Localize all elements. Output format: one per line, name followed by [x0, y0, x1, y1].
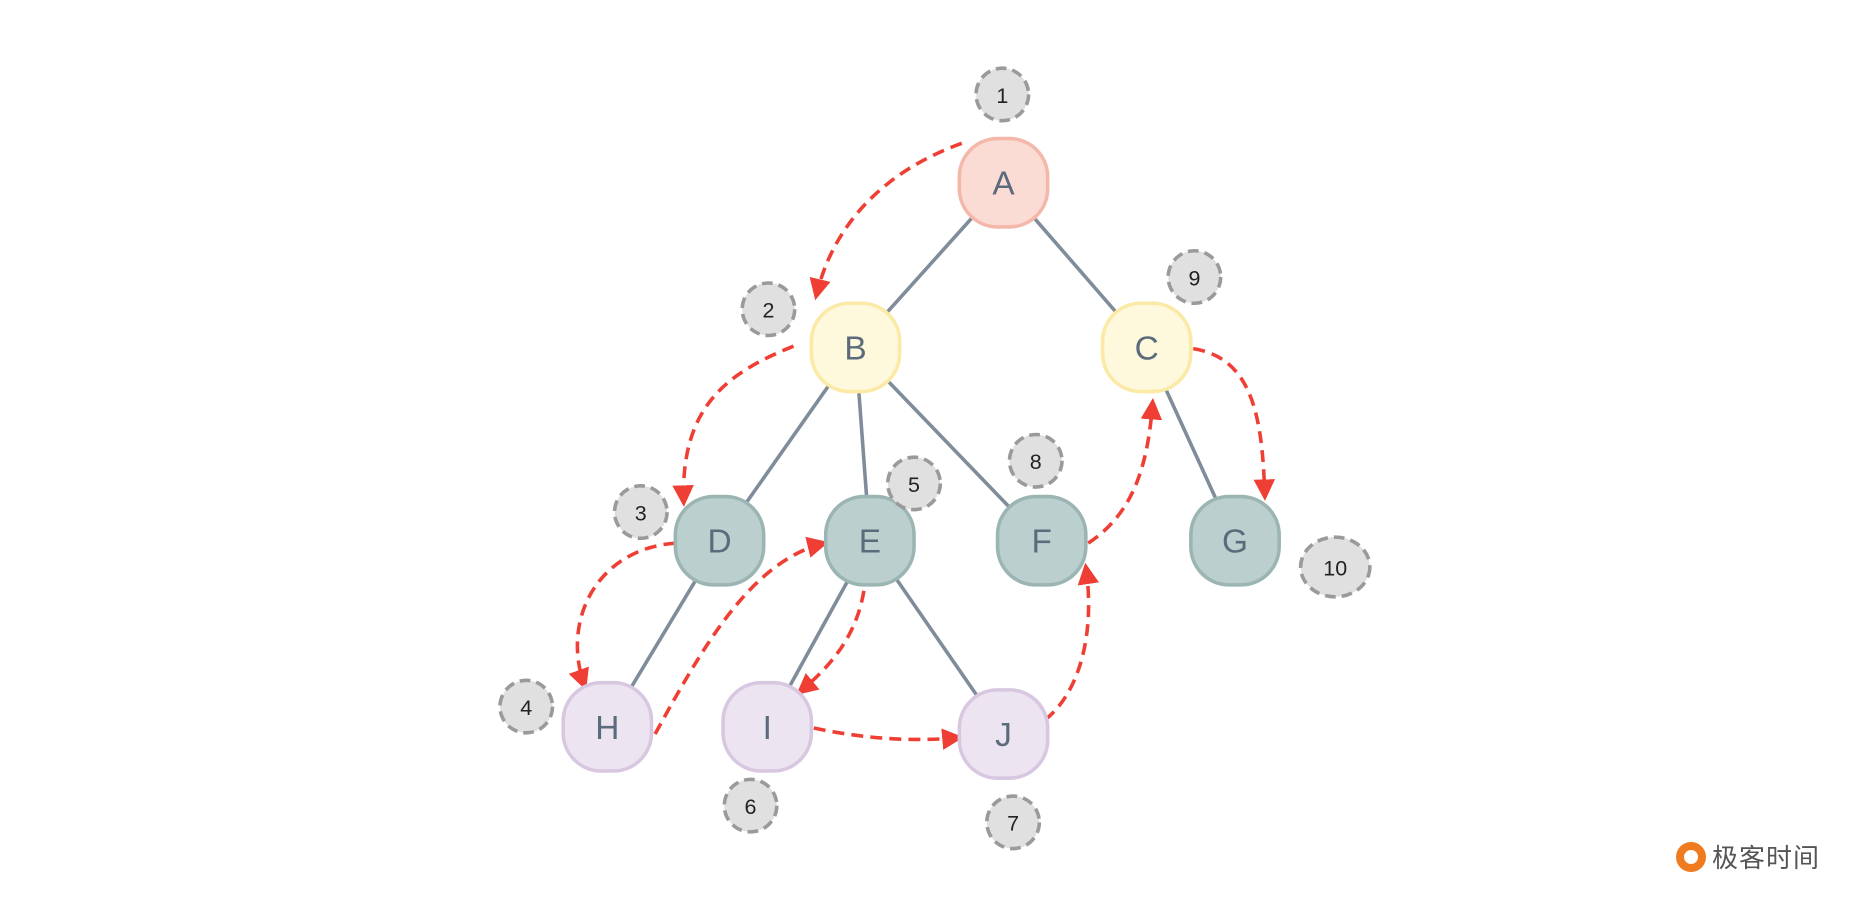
- traversal-arrow-5: [796, 590, 866, 696]
- step-badge-2: 2: [740, 281, 797, 338]
- node-label: J: [995, 717, 1012, 754]
- badge-number: 9: [1188, 266, 1200, 290]
- step-badge-1: 1: [974, 66, 1031, 123]
- node-label: C: [1135, 330, 1159, 367]
- node-shape: [673, 494, 766, 587]
- traversal-arrow-8: [1087, 398, 1163, 545]
- step-badge-4: 4: [498, 678, 555, 735]
- node-shape: [809, 301, 902, 394]
- node-g: G: [1189, 494, 1281, 587]
- node-label: H: [595, 710, 619, 747]
- node-label: D: [707, 524, 731, 561]
- badge-shape: [612, 484, 669, 541]
- badge-shape: [722, 777, 779, 834]
- traversal-arrow-3: [568, 541, 676, 691]
- step-badge-3: 3: [612, 484, 669, 541]
- node-d: D: [673, 494, 766, 587]
- node-label: B: [844, 330, 866, 367]
- node-shape: [561, 680, 654, 773]
- badge-shape: [885, 455, 943, 512]
- step-badge-7: 7: [985, 794, 1042, 851]
- badge-shape: [740, 281, 797, 338]
- node-h: H: [561, 680, 654, 773]
- badge-shape: [498, 678, 555, 735]
- step-badge-5: 5: [885, 455, 943, 512]
- node-i: I: [721, 680, 814, 773]
- step-badge-6: 6: [722, 777, 779, 834]
- node-shape: [957, 688, 1050, 780]
- badge-number: 7: [1007, 812, 1019, 836]
- badge-number: 4: [520, 696, 532, 720]
- node-label: E: [859, 524, 881, 561]
- traversal-arrow-6: [813, 726, 964, 750]
- badge-number: 5: [908, 473, 920, 497]
- traversal-arrow-9: [1192, 346, 1276, 501]
- node-j: J: [957, 688, 1050, 780]
- node-shape: [1100, 301, 1193, 394]
- node-shape: [721, 680, 814, 773]
- geektime-logo: 极客时间: [1676, 838, 1820, 875]
- node-label: I: [763, 710, 772, 747]
- badge-shape: [1166, 248, 1223, 306]
- node-label: G: [1222, 524, 1248, 561]
- step-badge-10: 10: [1298, 535, 1372, 599]
- node-f: F: [995, 494, 1088, 587]
- badge-shape: [1007, 432, 1064, 489]
- node-label: A: [992, 166, 1015, 203]
- badge-number: 8: [1030, 450, 1042, 474]
- node-c: C: [1100, 301, 1193, 394]
- traversal-arrow-4: [653, 536, 829, 735]
- badge-number: 6: [745, 795, 757, 819]
- traversal-arrow-1: [809, 141, 963, 301]
- traversal-arrow-7: [1044, 562, 1099, 722]
- node-label: F: [1031, 524, 1051, 561]
- badge-shape: [1298, 535, 1372, 599]
- node-b: B: [809, 301, 902, 394]
- node-shape: [1189, 494, 1281, 587]
- node-a: A: [957, 136, 1050, 229]
- logo-text: 极客时间: [1712, 844, 1821, 874]
- node-e: E: [823, 494, 916, 587]
- badge-shape: [985, 794, 1042, 851]
- badge-shape: [974, 66, 1031, 123]
- badge-number: 2: [762, 299, 774, 323]
- step-badge-8: 8: [1007, 432, 1064, 489]
- step-badge-9: 9: [1166, 248, 1223, 306]
- node-shape: [957, 136, 1050, 229]
- badge-number: 10: [1323, 556, 1347, 580]
- traversal-arrow-2: [672, 344, 795, 507]
- badge-number: 3: [635, 501, 647, 525]
- node-shape: [995, 494, 1088, 587]
- badge-number: 1: [996, 84, 1008, 108]
- node-shape: [823, 494, 916, 587]
- logo-icon: [1676, 841, 1706, 872]
